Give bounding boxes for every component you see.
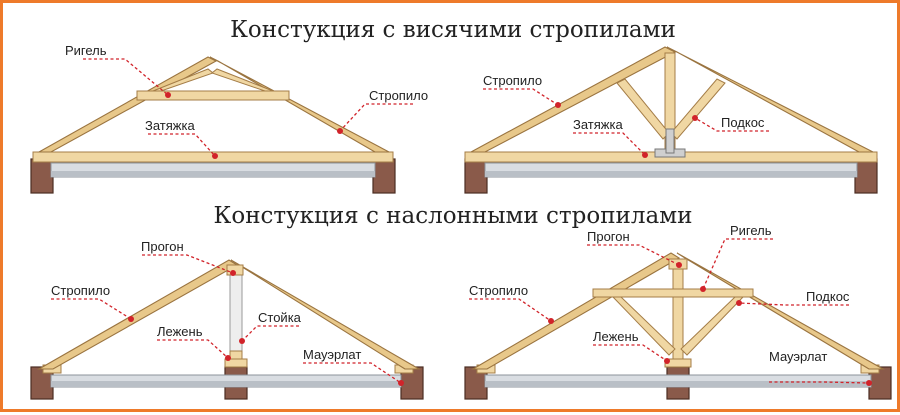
strut-left <box>616 78 670 140</box>
rafter-right <box>230 259 422 370</box>
label-podkos: Подкос <box>806 289 850 304</box>
diagram-hanging-rigel: Ригель Стропило Затяжка <box>30 43 428 194</box>
label-mauerlat: Мауэрлат <box>303 347 361 362</box>
label-podkos: Подкос <box>721 115 765 130</box>
label-stropilo: Стропило <box>469 283 528 298</box>
post <box>672 264 684 360</box>
diagrams-svg: Ригель Стропило Затяжка <box>30 43 892 400</box>
label-progon: Прогон <box>141 239 184 254</box>
rafter-left <box>36 259 239 370</box>
rafter-left <box>470 46 677 153</box>
diagram-leaning-stoyka: Прогон Стропило Лежень Стойка Мауэрлат <box>30 239 424 400</box>
label-progon: Прогон <box>587 229 630 244</box>
wall-right <box>854 158 878 194</box>
label-rigel: Ригель <box>730 223 772 238</box>
wall-left <box>464 158 488 194</box>
label-stropilo: Стропило <box>483 73 542 88</box>
label-stropilo: Стропило <box>51 283 110 298</box>
strut-right <box>670 78 726 140</box>
title-leaning-rafters: Констукция с наслонными стропилами <box>213 203 693 229</box>
label-lezhen: Лежень <box>157 324 203 339</box>
label-lezhen: Лежень <box>593 329 639 344</box>
label-mauerlat: Мауэрлат <box>769 349 827 364</box>
wall-left <box>30 158 54 194</box>
label-zatyazhka: Затяжка <box>145 118 195 133</box>
rafter-right <box>666 46 874 153</box>
collar-tie <box>136 90 290 101</box>
label-stropilo: Стропило <box>369 88 428 103</box>
collar-tie <box>592 288 754 298</box>
rafter-left <box>36 56 218 153</box>
rafter-left <box>470 252 681 370</box>
label-stoyka: Стойка <box>258 310 302 325</box>
strut-left <box>611 296 676 356</box>
diagram-hanging-podkos: Стропило Затяжка Подкос <box>464 46 878 194</box>
diagram-leaning-podkos: Прогон Ригель Стропило Подкос Лежень Мау… <box>464 223 892 400</box>
label-zatyazhka: Затяжка <box>573 117 623 132</box>
wall-right <box>372 158 396 194</box>
title-hanging-rafters: Констукция с висячими стропилами <box>230 17 676 43</box>
post <box>229 272 243 360</box>
strut-right <box>680 296 745 356</box>
label-rigel: Ригель <box>65 43 107 58</box>
rafter-right <box>209 56 390 153</box>
